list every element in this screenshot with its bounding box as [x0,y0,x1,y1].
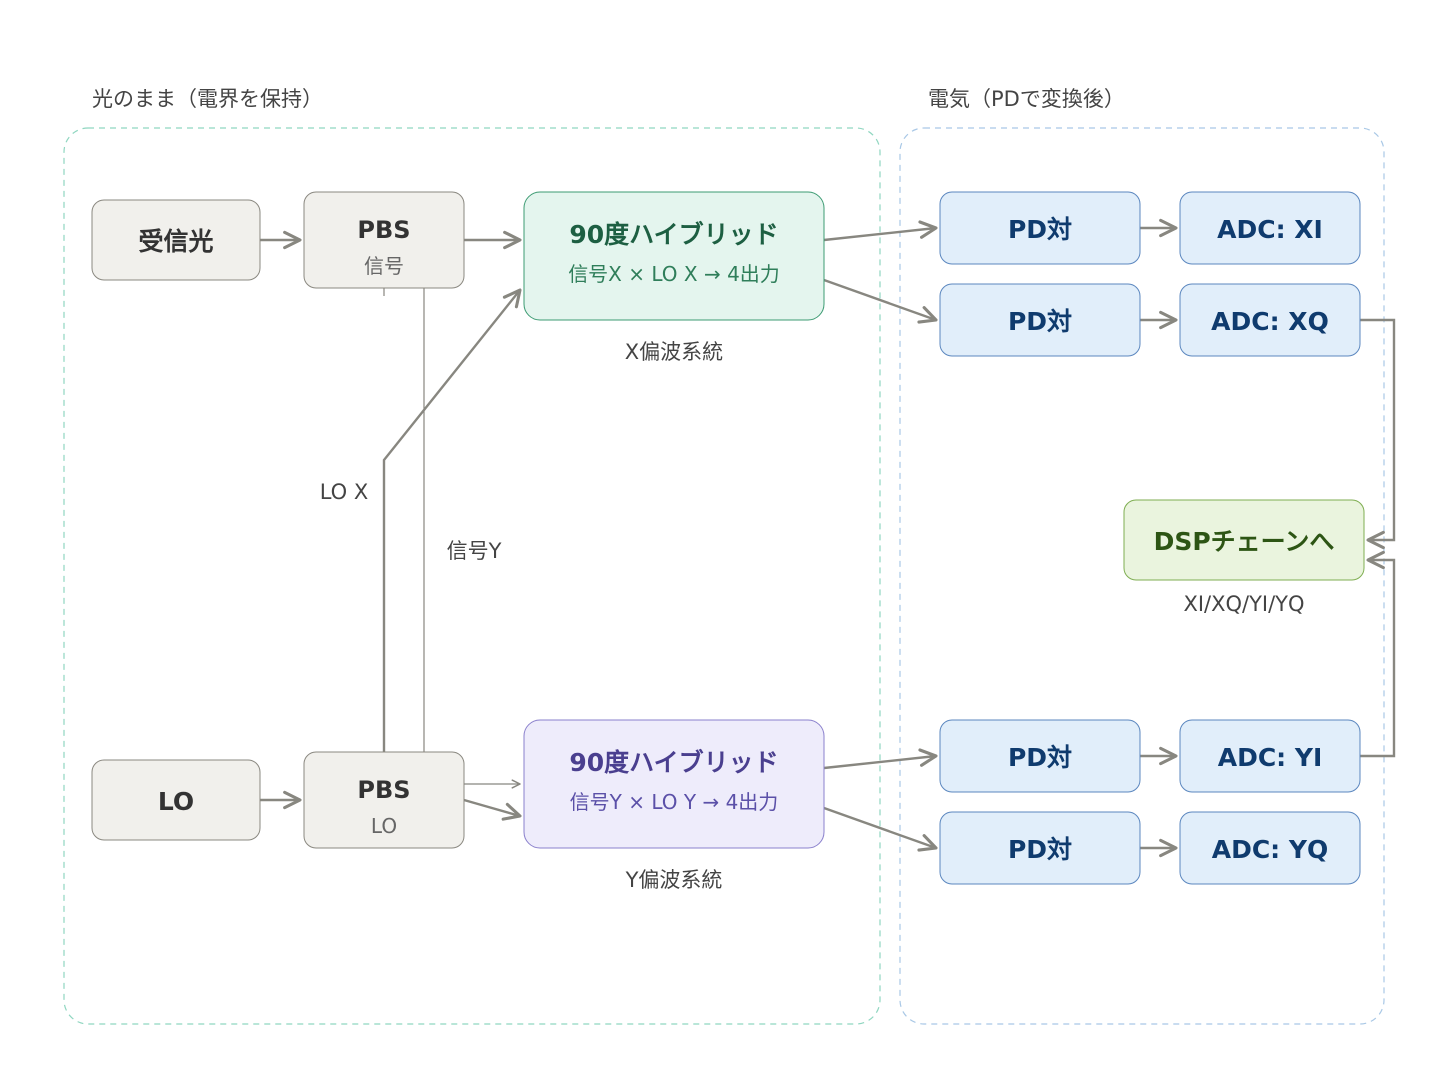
node-pbs-lo-title: PBS [357,776,410,804]
node-pd-yi-title: PD対 [1008,743,1072,772]
node-pbs-lo-sub: LO [371,814,397,838]
edge-hybx-pd2 [823,278,938,324]
node-pd-yq[interactable]: PD対 [939,811,1141,885]
node-adc-yi[interactable]: ADC: YI [1179,719,1361,793]
node-adc-xq[interactable]: ADC: XQ [1179,283,1361,357]
node-hybrid-y-sub: 信号Y × LO Y → 4出力 [570,790,779,814]
node-adc-yq[interactable]: ADC: YQ [1179,811,1361,885]
node-dsp[interactable]: DSPチェーンへ [1123,499,1365,581]
edge-adcxq-dsp [1360,318,1396,550]
node-received-light[interactable]: 受信光 [91,199,261,281]
node-lo-title: LO [158,787,194,816]
node-pd-xq[interactable]: PD対 [939,283,1141,357]
edge-lox [382,288,522,752]
edge-hyby-pd2 [823,806,938,852]
node-hybrid-x-sub: 信号X × LO X → 4出力 [568,262,780,286]
caption-dsp-inputs: XI/XQ/YI/YQ [1183,592,1304,616]
node-pd-yq-title: PD対 [1008,835,1072,864]
node-hybrid-y[interactable]: 90度ハイブリッド 信号Y × LO Y → 4出力 [523,719,825,849]
node-pd-xi[interactable]: PD対 [939,191,1141,265]
node-hybrid-x-title: 90度ハイブリッド [569,220,778,249]
node-pbs-signal[interactable]: PBS 信号 [303,191,465,289]
node-adc-yi-title: ADC: YI [1218,743,1323,772]
edge-sigy [383,288,520,784]
caption-x-polarization: X偏波系統 [625,340,723,364]
node-adc-yq-title: ADC: YQ [1212,835,1329,864]
node-pbs-signal-sub: 信号 [364,254,404,278]
node-pd-xi-title: PD対 [1008,215,1072,244]
node-received-light-title: 受信光 [138,227,213,256]
node-hybrid-x[interactable]: 90度ハイブリッド 信号X × LO X → 4出力 [523,191,825,321]
node-pd-yi[interactable]: PD対 [939,719,1141,793]
edge-pblo-hyby [463,798,522,821]
edge-label-lo-x: LO X [320,480,369,504]
caption-y-polarization: Y偏波系統 [625,868,723,892]
node-hybrid-y-title: 90度ハイブリッド [569,748,778,777]
region-optical-label: 光のまま（電界を保持） [92,87,323,111]
edge-hybx-pd1 [823,220,938,242]
node-pbs-signal-title: PBS [357,216,410,244]
region-electrical-label: 電気（PDで変換後） [928,87,1125,111]
edge-hyby-pd1 [823,748,938,770]
region-optical: 光のまま（電界を保持） [63,87,881,1025]
node-adc-xq-title: ADC: XQ [1211,307,1329,336]
node-dsp-title: DSPチェーンへ [1154,527,1335,556]
node-pbs-lo[interactable]: PBS LO [303,751,465,849]
node-lo[interactable]: LO [91,759,261,841]
node-pd-xq-title: PD対 [1008,307,1072,336]
edge-adcyi-dsp [1360,550,1396,758]
node-adc-xi-title: ADC: XI [1217,215,1323,244]
region-electrical: 電気（PDで変換後） [899,87,1385,1025]
edge-label-sig-y: 信号Y [447,539,502,563]
node-adc-xi[interactable]: ADC: XI [1179,191,1361,265]
